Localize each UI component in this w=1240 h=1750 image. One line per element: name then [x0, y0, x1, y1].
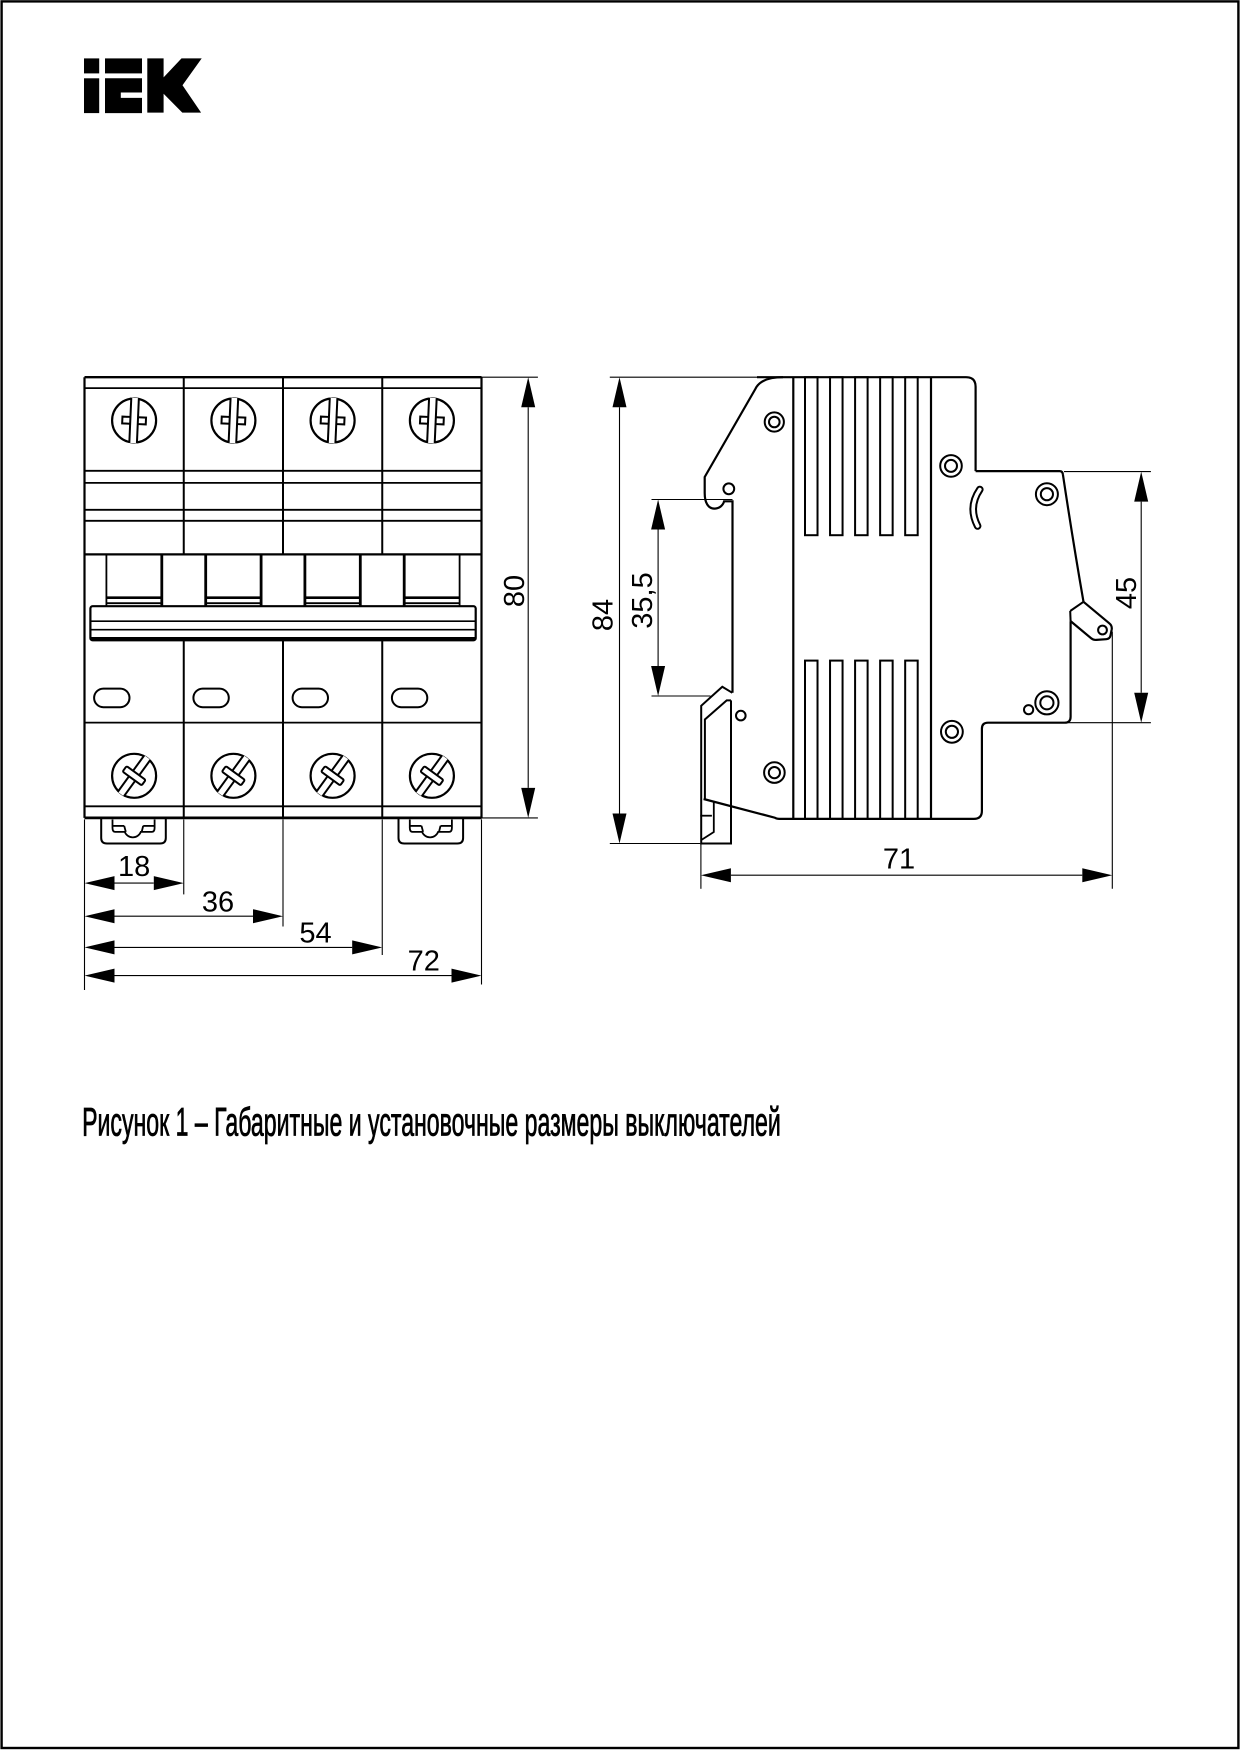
svg-text:Рисунок 1 – Габаритные и устан: Рисунок 1 – Габаритные и установочные ра… — [82, 1100, 781, 1144]
svg-text:72: 72 — [408, 946, 440, 978]
svg-text:71: 71 — [883, 844, 915, 876]
svg-text:18: 18 — [118, 851, 150, 883]
svg-text:54: 54 — [299, 918, 331, 950]
svg-text:35,5: 35,5 — [627, 572, 659, 628]
svg-text:80: 80 — [499, 575, 531, 607]
svg-text:36: 36 — [202, 886, 234, 918]
svg-text:84: 84 — [587, 599, 619, 631]
svg-text:45: 45 — [1111, 577, 1143, 609]
